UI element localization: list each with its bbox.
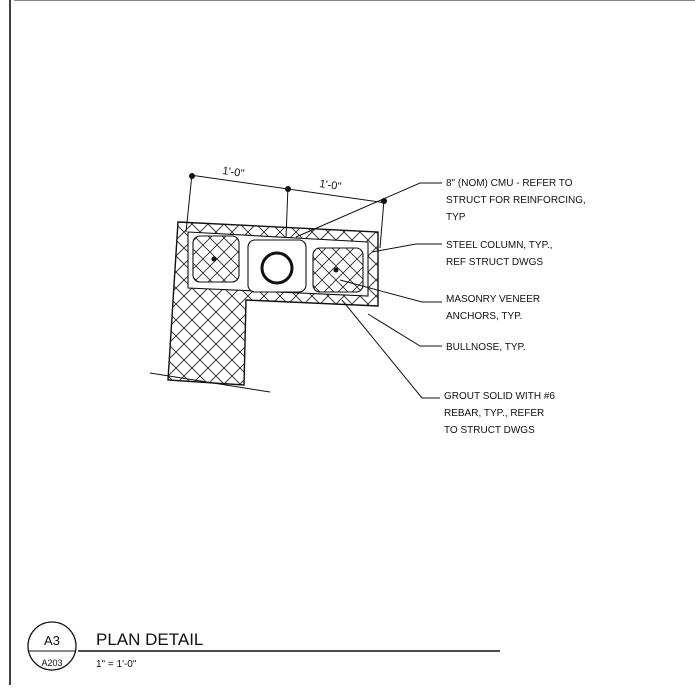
- note-bullnose: BULLNOSE, TYP.: [446, 342, 526, 353]
- break-line: [149, 372, 271, 393]
- note-cmu-line-2: STRUCT FOR REINFORCING,: [446, 195, 586, 206]
- sheet-number: A203: [41, 658, 62, 668]
- masonry-wall: [149, 221, 379, 393]
- note-cmu-line-1: 8" (NOM) CMU - REFER TO: [446, 178, 573, 189]
- note-steel-column-line-2: REF STRUCT DWGS: [446, 257, 543, 268]
- note-grout-line-2: REBAR, TYP., REFER: [444, 408, 544, 419]
- detail-title: PLAN DETAIL: [96, 630, 203, 649]
- dimension-strings: 1'-0" 1'-0": [185, 165, 387, 249]
- callout-notes: 8" (NOM) CMU - REFER TO STRUCT FOR REINF…: [444, 178, 586, 436]
- note-grout-line-3: TO STRUCT DWGS: [444, 425, 535, 436]
- note-grout-line-1: GROUT SOLID WITH #6: [444, 391, 555, 402]
- note-veneer-anchors-line-2: ANCHORS, TYP.: [446, 311, 522, 322]
- leader-lines: [295, 182, 442, 399]
- detail-title-block: A3 A203 PLAN DETAIL 1" = 1'-0": [27, 621, 500, 671]
- rebar-left: [211, 256, 217, 262]
- rebar-right: [333, 267, 339, 273]
- steel-column: [260, 251, 294, 285]
- dimension-left: 1'-0": [222, 165, 245, 180]
- note-cmu-line-3: TYP: [446, 212, 466, 223]
- note-steel-column-line-1: STEEL COLUMN, TYP.,: [446, 240, 553, 251]
- sheet-border: [9, 0, 695, 685]
- detail-bubble: [27, 621, 77, 671]
- note-veneer-anchors-line-1: MASONRY VENEER: [446, 294, 540, 305]
- dimension-right: 1'-0": [319, 178, 342, 193]
- detail-number: A3: [44, 633, 60, 648]
- detail-scale: 1" = 1'-0": [96, 659, 137, 670]
